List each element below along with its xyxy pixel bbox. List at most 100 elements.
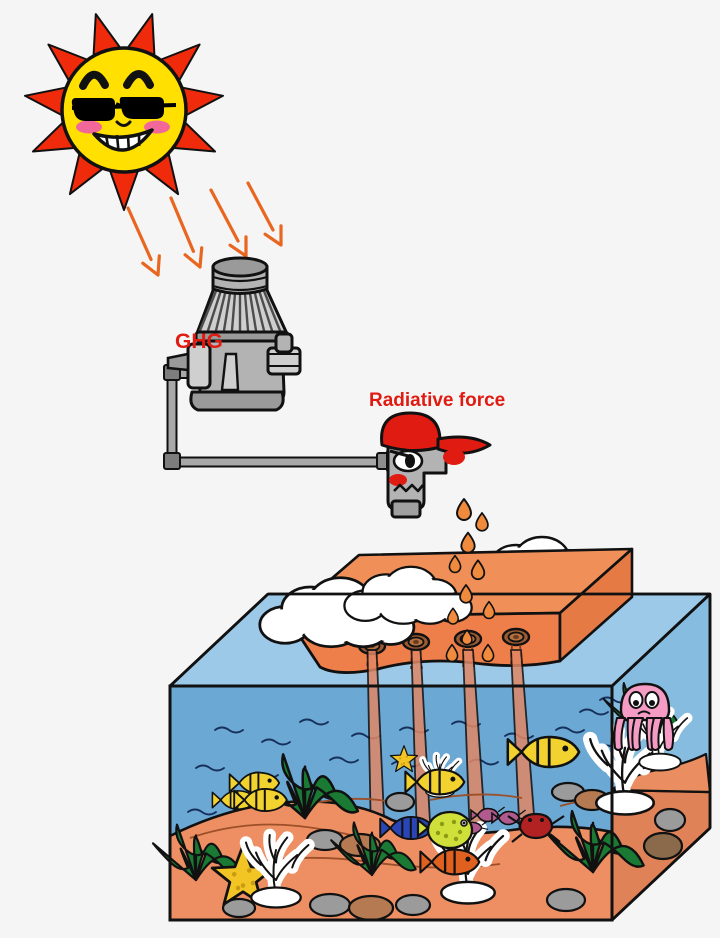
heat-drop — [470, 559, 486, 581]
heat-drop — [448, 554, 462, 574]
device-stack-top — [211, 256, 269, 278]
starfish-spot — [400, 763, 403, 766]
octopus-tentacle — [650, 717, 663, 751]
sun-eyebrow-right — [123, 70, 154, 89]
bleached-coral — [239, 828, 315, 909]
device-valve-left-neck — [166, 352, 190, 372]
puffer-spot — [457, 829, 463, 835]
seaweed-blade — [544, 830, 595, 874]
sunglasses-bridge — [115, 102, 132, 108]
water-wave — [214, 726, 244, 734]
sunlight-arrow-shaft — [209, 188, 240, 243]
starfish-spot — [407, 761, 410, 764]
heat-drop — [481, 643, 495, 663]
seaweed-blade — [303, 786, 360, 820]
fish-tail — [211, 791, 222, 809]
octopus-frown — [637, 710, 651, 715]
starfish-spot — [240, 883, 246, 888]
water-wave — [195, 764, 225, 772]
faucet-cap — [380, 411, 442, 452]
pufferfish — [416, 810, 474, 850]
fish-tail — [228, 773, 241, 793]
starfish-spot — [247, 868, 252, 873]
coral-base — [440, 880, 496, 905]
sun-cheek-left — [76, 120, 102, 134]
fish-stripe — [401, 817, 412, 840]
device-valve-right-cap — [274, 332, 294, 354]
heat-drop — [475, 512, 489, 532]
device-funnel-slat — [230, 290, 237, 334]
octopus-pupil-right — [649, 700, 655, 706]
puffer-pupil — [462, 821, 466, 825]
faucet-spout — [390, 499, 422, 519]
sunlight-arrows — [126, 181, 283, 277]
device-funnel-slat — [258, 290, 274, 334]
device-stack-band — [212, 275, 268, 283]
crab — [507, 812, 565, 843]
device-funnel-slat — [206, 290, 222, 334]
sun-sunglasses — [71, 97, 177, 121]
starfish-spot — [250, 880, 256, 886]
water-wave — [187, 808, 217, 816]
sun-tooth-line — [104, 134, 110, 147]
starfish-spot — [399, 757, 402, 760]
starfish-body — [389, 745, 419, 773]
fish-eye — [274, 795, 279, 800]
starfish-spot — [232, 872, 237, 877]
sunlight-arrow-head — [228, 235, 248, 258]
faucet-mouth — [393, 483, 424, 493]
seaweed-blade — [175, 823, 204, 882]
fish-eye — [562, 745, 569, 752]
fish-stripe — [428, 770, 441, 795]
puffer-spot — [435, 830, 441, 836]
device-funnel-slat — [222, 290, 232, 334]
starfish-spot — [235, 885, 241, 891]
seaweed-blade — [370, 848, 417, 877]
sunlight-arrow-head — [141, 254, 161, 277]
pipe-vertical — [166, 371, 178, 463]
sun-tooth-line — [115, 134, 120, 151]
seaweed — [254, 753, 360, 820]
puffer-spot — [451, 819, 457, 825]
octopus-tentacle — [631, 717, 644, 751]
sun-eyebrow-left — [79, 70, 109, 90]
fish-tail — [506, 738, 523, 766]
tank-depth-edges — [169, 592, 712, 922]
cloud-puff-fill — [340, 615, 386, 644]
coral-base — [250, 886, 302, 909]
sand-contour — [429, 793, 523, 801]
faucet-brow — [389, 449, 413, 459]
cloud — [258, 576, 416, 649]
radiative-force-faucet — [380, 411, 492, 519]
rock — [653, 807, 687, 833]
fish-tail — [379, 817, 392, 839]
ghg-label: GHG — [175, 330, 223, 353]
puffer-spot — [443, 833, 449, 839]
shrimp-tail — [491, 811, 500, 825]
fish-stripe — [255, 789, 266, 812]
faucet-cheek-right — [443, 449, 465, 465]
radiative-force-label: Radiative force — [369, 390, 505, 411]
tank-front-edges — [168, 592, 712, 922]
coral-branch-line — [672, 717, 689, 738]
heat-vent-core — [513, 635, 519, 639]
yellow-fish — [404, 768, 466, 796]
puffer-spot — [439, 821, 445, 827]
heat-drops — [445, 498, 496, 663]
seaweed-blade — [570, 809, 601, 874]
coral-base — [638, 752, 682, 772]
seaweed-blade — [330, 839, 374, 877]
fish-stripe — [536, 738, 551, 767]
seaweed-blade — [281, 753, 314, 820]
fish-eye — [267, 778, 272, 783]
coral-branch-line — [245, 841, 262, 866]
rock — [347, 894, 395, 922]
device-funnel-slat — [243, 290, 250, 334]
heat-plumes — [366, 649, 537, 841]
cloud-puff-fill — [411, 597, 449, 622]
sunglasses-lens-right — [119, 97, 164, 119]
clownfish — [419, 848, 481, 876]
device-funnel-slat — [248, 290, 258, 334]
device-funnel-slat — [262, 290, 283, 334]
heat-drop — [445, 643, 459, 663]
